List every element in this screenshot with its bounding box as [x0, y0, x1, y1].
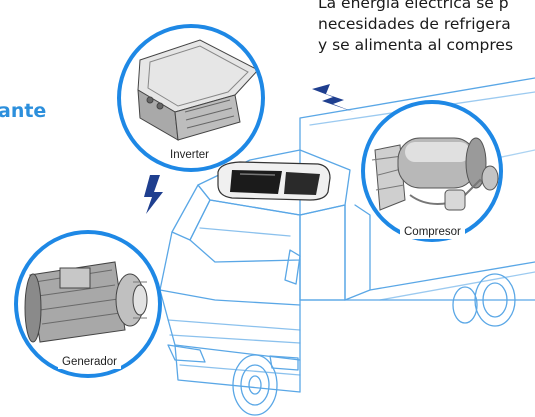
description-line-1: La energía eléctrica se p: [318, 0, 509, 12]
compressor-callout: [361, 100, 503, 242]
description-paragraph: La energía eléctrica se p necesidades de…: [318, 0, 535, 56]
lightning-icon-inverter-compressor: [312, 84, 354, 112]
compressor-icon: [371, 137, 499, 211]
generator-label: Generador: [58, 355, 121, 369]
description-line-2: necesidades de refrigera: [318, 15, 511, 33]
inverter-callout: [117, 24, 265, 172]
inverter-label: Inverter: [166, 148, 213, 162]
inverter-icon: [137, 39, 259, 141]
generator-icon: [24, 261, 148, 343]
generator-callout: [14, 230, 162, 378]
compressor-label: Compresor: [400, 225, 465, 239]
section-title-fragment: ante: [0, 100, 47, 122]
description-line-3: y se alimenta al compres: [318, 36, 514, 54]
lightning-icon-generator-inverter: [144, 175, 163, 214]
roof-refrigeration-unit: [217, 161, 331, 201]
